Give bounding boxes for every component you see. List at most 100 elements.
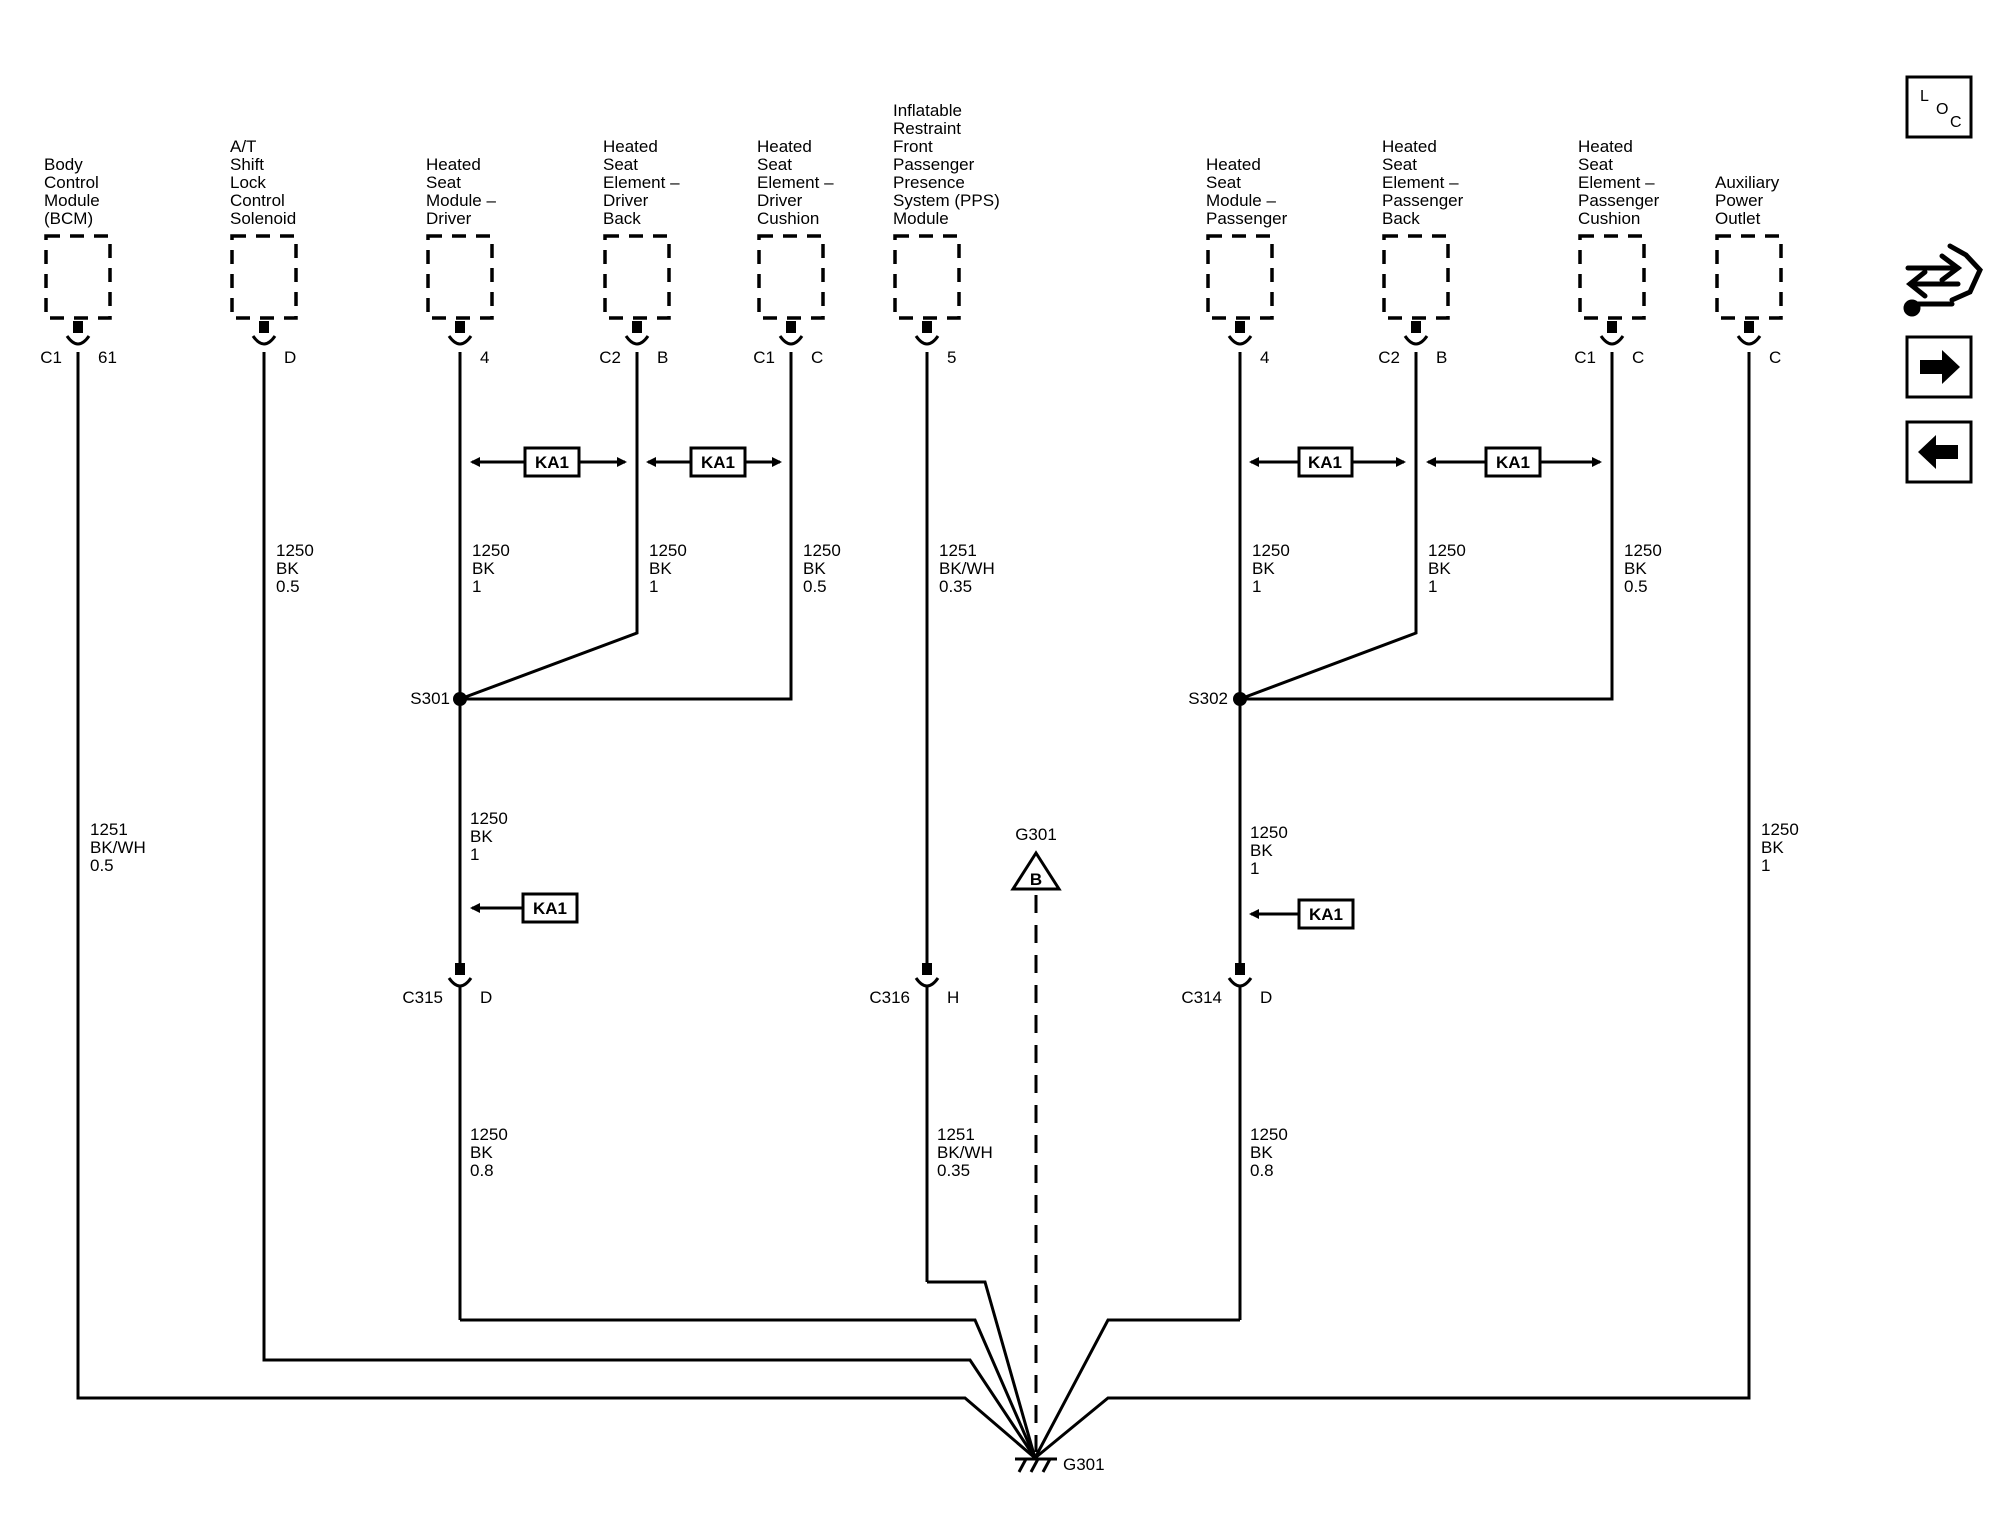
component-label-line: A/T xyxy=(230,137,256,156)
next-page-button[interactable] xyxy=(1905,335,1973,399)
terminal-cup xyxy=(251,335,277,346)
component-box xyxy=(893,234,961,320)
svg-text:BK/WH: BK/WH xyxy=(937,1143,993,1162)
component-label-line: Front xyxy=(893,137,933,156)
ka1-reference-driver-2[interactable]: KA1 xyxy=(646,446,782,478)
ka1-reference-driver-1[interactable]: KA1 xyxy=(470,446,627,478)
component-label-line: Heated xyxy=(1206,155,1261,174)
ka1-reference-driver-lower[interactable]: KA1 xyxy=(470,892,579,924)
wire-aux-ground xyxy=(1034,352,1751,1460)
wire-label: BK xyxy=(276,559,299,578)
connector-id-c314: C314 xyxy=(1181,988,1222,1007)
terminal xyxy=(922,321,932,333)
ka1-label: KA1 xyxy=(1309,905,1343,924)
wire-passenger-cushion xyxy=(1240,352,1614,701)
svg-text:BK: BK xyxy=(1250,1143,1273,1162)
wire-label: BK xyxy=(1761,838,1784,857)
component-label-line: Solenoid xyxy=(230,209,296,228)
component-label-line: Element – xyxy=(603,173,680,192)
component-label-line: Seat xyxy=(1206,173,1241,192)
wire-label: BK xyxy=(649,559,672,578)
ka1-label: KA1 xyxy=(1308,453,1342,472)
component-label-line: Element – xyxy=(757,173,834,192)
component-label-line: Lock xyxy=(230,173,266,192)
svg-text:1: 1 xyxy=(470,845,479,864)
component-label-line: Power xyxy=(1715,191,1764,210)
svg-text:1250: 1250 xyxy=(1250,1125,1288,1144)
terminal xyxy=(1607,321,1617,333)
component-label-line: Shift xyxy=(230,155,264,174)
svg-text:0.35: 0.35 xyxy=(937,1161,970,1180)
wire-label: 1 xyxy=(649,577,658,596)
splice-label-s301: S301 xyxy=(410,689,450,708)
component-label-line: Driver xyxy=(757,191,803,210)
component-label-line: Body xyxy=(44,155,83,174)
ka1-reference-passenger-2[interactable]: KA1 xyxy=(1426,446,1602,478)
component-label-line: Seat xyxy=(757,155,792,174)
terminal xyxy=(259,321,269,333)
component-label-line: Module – xyxy=(426,191,496,210)
svg-text:1250: 1250 xyxy=(470,809,508,828)
component-box xyxy=(426,234,494,320)
ground-reference-letter: B xyxy=(1030,870,1042,889)
component-label-line: Heated xyxy=(426,155,481,174)
wire-pps-ground xyxy=(927,1280,1037,1459)
component-box xyxy=(1206,234,1274,320)
svg-text:1250: 1250 xyxy=(470,1125,508,1144)
wire-label: 1250 xyxy=(649,541,687,560)
pin-label-right: 4 xyxy=(1260,348,1269,367)
pin-label-right: B xyxy=(1436,348,1447,367)
wire-label: 1250 xyxy=(1428,541,1466,560)
connector-id-c316: C316 xyxy=(869,988,910,1007)
component-box xyxy=(44,234,112,320)
wire-bcm-ground xyxy=(76,352,1036,1460)
ka1-label: KA1 xyxy=(1496,453,1530,472)
wire-label: BK xyxy=(472,559,495,578)
terminal xyxy=(1744,321,1754,333)
ka1-reference-passenger-1[interactable]: KA1 xyxy=(1249,446,1406,478)
component-label-line: Passenger xyxy=(1382,191,1464,210)
component-label-line: Control xyxy=(230,191,285,210)
wire-driver-back xyxy=(459,352,639,701)
previous-page-button[interactable] xyxy=(1905,420,1973,484)
svg-text:0.8: 0.8 xyxy=(470,1161,494,1180)
component-label-line: Outlet xyxy=(1715,209,1761,228)
wire-label: BK/WH xyxy=(939,559,995,578)
wire-label: 0.5 xyxy=(90,856,114,875)
ka1-reference-passenger-lower[interactable]: KA1 xyxy=(1249,898,1355,930)
terminal xyxy=(73,321,83,333)
location-icon xyxy=(1905,75,1973,139)
pin-label-left: C1 xyxy=(40,348,62,367)
loc-letter-l: L xyxy=(1920,88,1929,105)
ground-reference-label: G301 xyxy=(1015,825,1057,844)
connector-symbol-c315 xyxy=(447,963,473,1320)
component-5[interactable]: InflatableRestraintFrontPassengerPresenc… xyxy=(893,101,1000,596)
wire-label: BK xyxy=(1624,559,1647,578)
connector-tool-button[interactable] xyxy=(1903,243,1983,317)
wire-label: 1250 xyxy=(1252,541,1290,560)
terminal-cup xyxy=(1403,335,1429,346)
location-button[interactable]: L O C xyxy=(1905,75,1973,139)
component-label-line: Seat xyxy=(603,155,638,174)
component-label-line: Back xyxy=(1382,209,1420,228)
svg-text:1250: 1250 xyxy=(1250,823,1288,842)
terminal xyxy=(1235,321,1245,333)
wire-label: BK xyxy=(1428,559,1451,578)
wire-label: 1 xyxy=(1428,577,1437,596)
component-label-line: Seat xyxy=(1578,155,1613,174)
wire-label: BK xyxy=(1252,559,1275,578)
svg-text:1251: 1251 xyxy=(937,1125,975,1144)
component-label-line: Inflatable xyxy=(893,101,962,120)
component-label-line: Heated xyxy=(1578,137,1633,156)
pin-label-left: C1 xyxy=(1574,348,1596,367)
component-box xyxy=(1382,234,1450,320)
